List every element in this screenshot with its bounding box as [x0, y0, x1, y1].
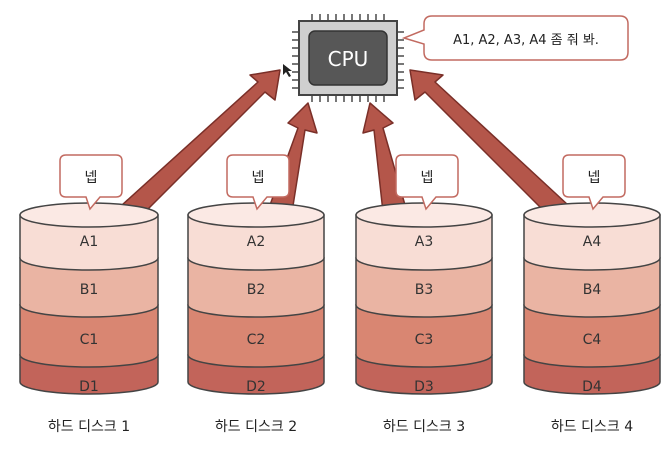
- block-label: B1: [80, 282, 99, 298]
- cpu-chip: CPU: [292, 14, 404, 102]
- disk-layer-b: [523, 257, 661, 318]
- reply-text: 넵: [588, 170, 601, 186]
- cpu-label: CPU: [328, 47, 369, 71]
- disk-layer-a: [187, 214, 325, 271]
- reply-bubble: [395, 154, 459, 211]
- disk-name: 하드 디스크 3: [383, 419, 465, 435]
- block-label: C3: [415, 332, 434, 348]
- disk-name: 하드 디스크 1: [48, 419, 130, 435]
- block-label: C2: [247, 332, 266, 348]
- disk-layer-c: [523, 304, 661, 368]
- request-bubble: A1, A2, A3, A4 좀 줘 봐.: [401, 15, 629, 61]
- disk-layer-c: [355, 304, 493, 368]
- disk-name: 하드 디스크 4: [551, 419, 633, 435]
- reply-bubble: [226, 154, 290, 211]
- hard-disk-1: A1 B1 C1 D1 넵 하드 디스크 1: [19, 154, 159, 435]
- block-label: B4: [583, 282, 602, 298]
- block-label: C4: [583, 332, 602, 348]
- disk-layer-c: [19, 304, 159, 368]
- disk-layer-c: [187, 304, 325, 368]
- request-bubble-text: A1, A2, A3, A4 좀 줘 봐.: [453, 33, 599, 48]
- hard-disk-3: A3 B3 C3 D3 넵 하드 디스크 3: [355, 154, 493, 435]
- request-bubble-shape: [401, 15, 629, 61]
- hard-disk-4: A4 B4 C4 D4 넵 하드 디스크 4: [523, 154, 661, 435]
- reply-bubble: [562, 154, 626, 211]
- block-label: B2: [247, 282, 266, 298]
- reply-text: 넵: [85, 170, 98, 186]
- disk-name: 하드 디스크 2: [215, 419, 297, 435]
- block-label: A3: [415, 234, 433, 250]
- block-label: C1: [80, 332, 99, 348]
- reply-bubble: [59, 154, 123, 211]
- block-label: D4: [582, 379, 602, 395]
- disk-layer-b: [355, 257, 493, 318]
- arrow-disk1-to-cpu: [121, 69, 281, 213]
- reply-text: 넵: [421, 170, 434, 186]
- block-label: D3: [414, 379, 434, 395]
- hard-disk-2: A2 B2 C2 D2 넵 하드 디스크 2: [187, 154, 325, 435]
- block-label: A2: [247, 234, 265, 250]
- disk-layer-b: [187, 257, 325, 318]
- block-label: D2: [246, 379, 266, 395]
- cpu-core: [308, 30, 388, 86]
- mouse-cursor-icon: [283, 64, 292, 77]
- block-label: A4: [583, 234, 602, 250]
- disk-layer-a: [523, 214, 661, 271]
- disk-layer-a: [355, 214, 493, 271]
- block-label: D1: [79, 379, 99, 395]
- arrow-disk4-to-cpu: [409, 69, 569, 213]
- disk-top: [355, 202, 493, 228]
- reply-text: 넵: [252, 170, 265, 186]
- block-label: B3: [415, 282, 434, 298]
- block-label: A1: [80, 234, 98, 250]
- disk-layer-a: [19, 214, 159, 271]
- disk-layer-b: [19, 257, 159, 318]
